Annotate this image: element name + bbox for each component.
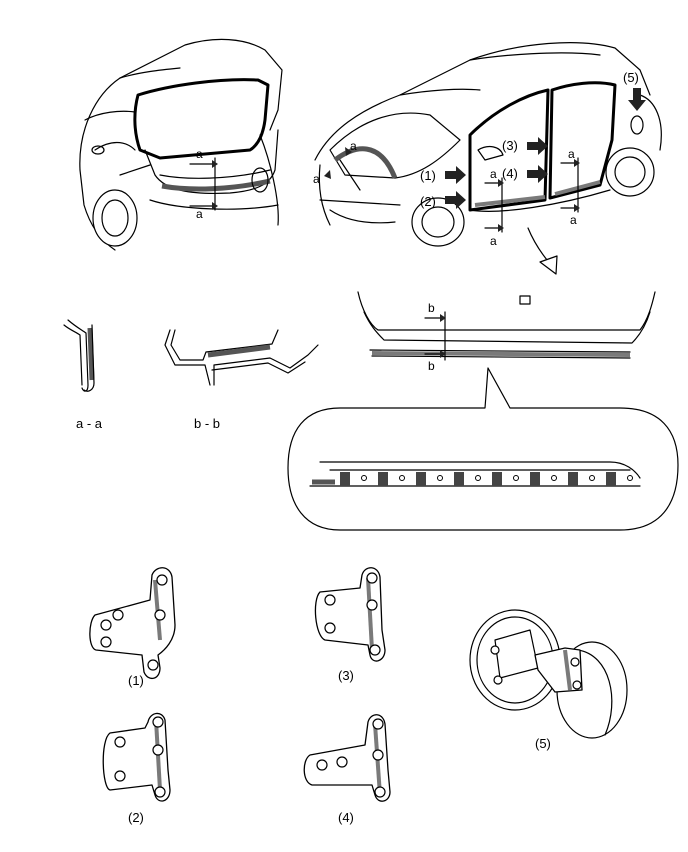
- bolt-icon: [152, 744, 164, 756]
- bolt-icon: [369, 644, 381, 656]
- part-caption-3: (3): [338, 668, 354, 683]
- rocker-panel-detail: b b: [357, 291, 656, 373]
- part-caption-4: (4): [338, 810, 354, 825]
- bolt-icon: [572, 680, 582, 690]
- bolt-icon: [147, 659, 159, 671]
- sealer-clip: [416, 472, 426, 486]
- sealer-clip: [492, 472, 502, 486]
- bolt-icon: [156, 574, 168, 586]
- cut-marker-a: a: [570, 213, 577, 227]
- hinge-part-4: (4): [303, 714, 391, 825]
- cut-marker-a: a: [313, 172, 320, 186]
- callout-5: (5): [623, 70, 639, 85]
- bolt-icon: [112, 609, 124, 621]
- sealer-clip: [340, 472, 350, 486]
- clip-hole: [475, 475, 481, 481]
- bolt-icon: [324, 594, 336, 606]
- bolt-icon: [490, 645, 500, 655]
- arrow-right-icon: [445, 191, 466, 209]
- fuel-lid-outline: [630, 115, 644, 135]
- arrow-right-icon: [527, 165, 548, 183]
- bolt-icon: [154, 609, 166, 621]
- magnified-sealer-view: [287, 367, 679, 531]
- sealer-clip: [530, 472, 540, 486]
- hinge-part-1: (1): [89, 567, 176, 688]
- bolt-icon: [152, 716, 164, 728]
- bolt-icon: [324, 622, 336, 634]
- cut-marker-b: b: [428, 359, 435, 373]
- clip-hole: [361, 475, 367, 481]
- hinge-part-3: (3): [314, 567, 386, 683]
- arrow-right-icon: [527, 137, 548, 155]
- section-a-a: a - a: [63, 319, 103, 431]
- bolt-icon: [100, 619, 112, 631]
- clip-hole: [551, 475, 557, 481]
- section-label-a-a: a - a: [76, 416, 103, 431]
- clip-hole: [627, 475, 633, 481]
- arrow-down-icon: [628, 88, 646, 111]
- bolt-icon: [336, 756, 348, 768]
- bolt-icon: [114, 770, 126, 782]
- sealer-clip: [454, 472, 464, 486]
- front-view-car: a a a a a a (1) (2) (3) (4) (5): [313, 42, 662, 275]
- bolt-icon: [372, 749, 384, 761]
- cut-marker-a: a: [350, 139, 357, 153]
- callout-4: (4): [502, 166, 518, 181]
- bolt-icon: [100, 636, 112, 648]
- clip-hole: [513, 475, 519, 481]
- bolt-icon: [374, 786, 386, 798]
- cut-marker-a: a: [196, 207, 203, 221]
- callout-2: (2): [420, 194, 436, 209]
- hinge-part-2: (2): [102, 712, 171, 825]
- bolt-icon: [114, 736, 126, 748]
- sealer-clip: [606, 472, 616, 486]
- cut-marker-a: a: [196, 147, 203, 161]
- part-caption-1: (1): [128, 673, 144, 688]
- callout-3: (3): [502, 138, 518, 153]
- sealer-clip: [568, 472, 578, 486]
- rear-view-car: a a: [79, 38, 283, 251]
- bolt-icon: [570, 657, 580, 667]
- fuel-lid-part-5: (5): [469, 609, 628, 751]
- bolt-icon: [366, 572, 378, 584]
- cut-marker-b: b: [428, 301, 435, 315]
- callout-1: (1): [420, 168, 436, 183]
- part-caption-2: (2): [128, 810, 144, 825]
- clip-hole: [589, 475, 595, 481]
- cut-marker-a: a: [490, 234, 497, 248]
- arrow-right-icon: [445, 166, 466, 184]
- cut-marker-a: a: [490, 167, 497, 181]
- bolt-icon: [493, 675, 503, 685]
- bolt-icon: [316, 759, 328, 771]
- bolt-icon: [366, 599, 378, 611]
- part-caption-5: (5): [535, 736, 551, 751]
- bolt-icon: [372, 718, 384, 730]
- sealer-clip: [378, 472, 388, 486]
- cut-marker-a: a: [568, 147, 575, 161]
- clip-hole: [437, 475, 443, 481]
- bolt-icon: [154, 786, 166, 798]
- section-label-b-b: b - b: [194, 416, 220, 431]
- section-b-b: b - b: [164, 329, 319, 431]
- clip-hole: [399, 475, 405, 481]
